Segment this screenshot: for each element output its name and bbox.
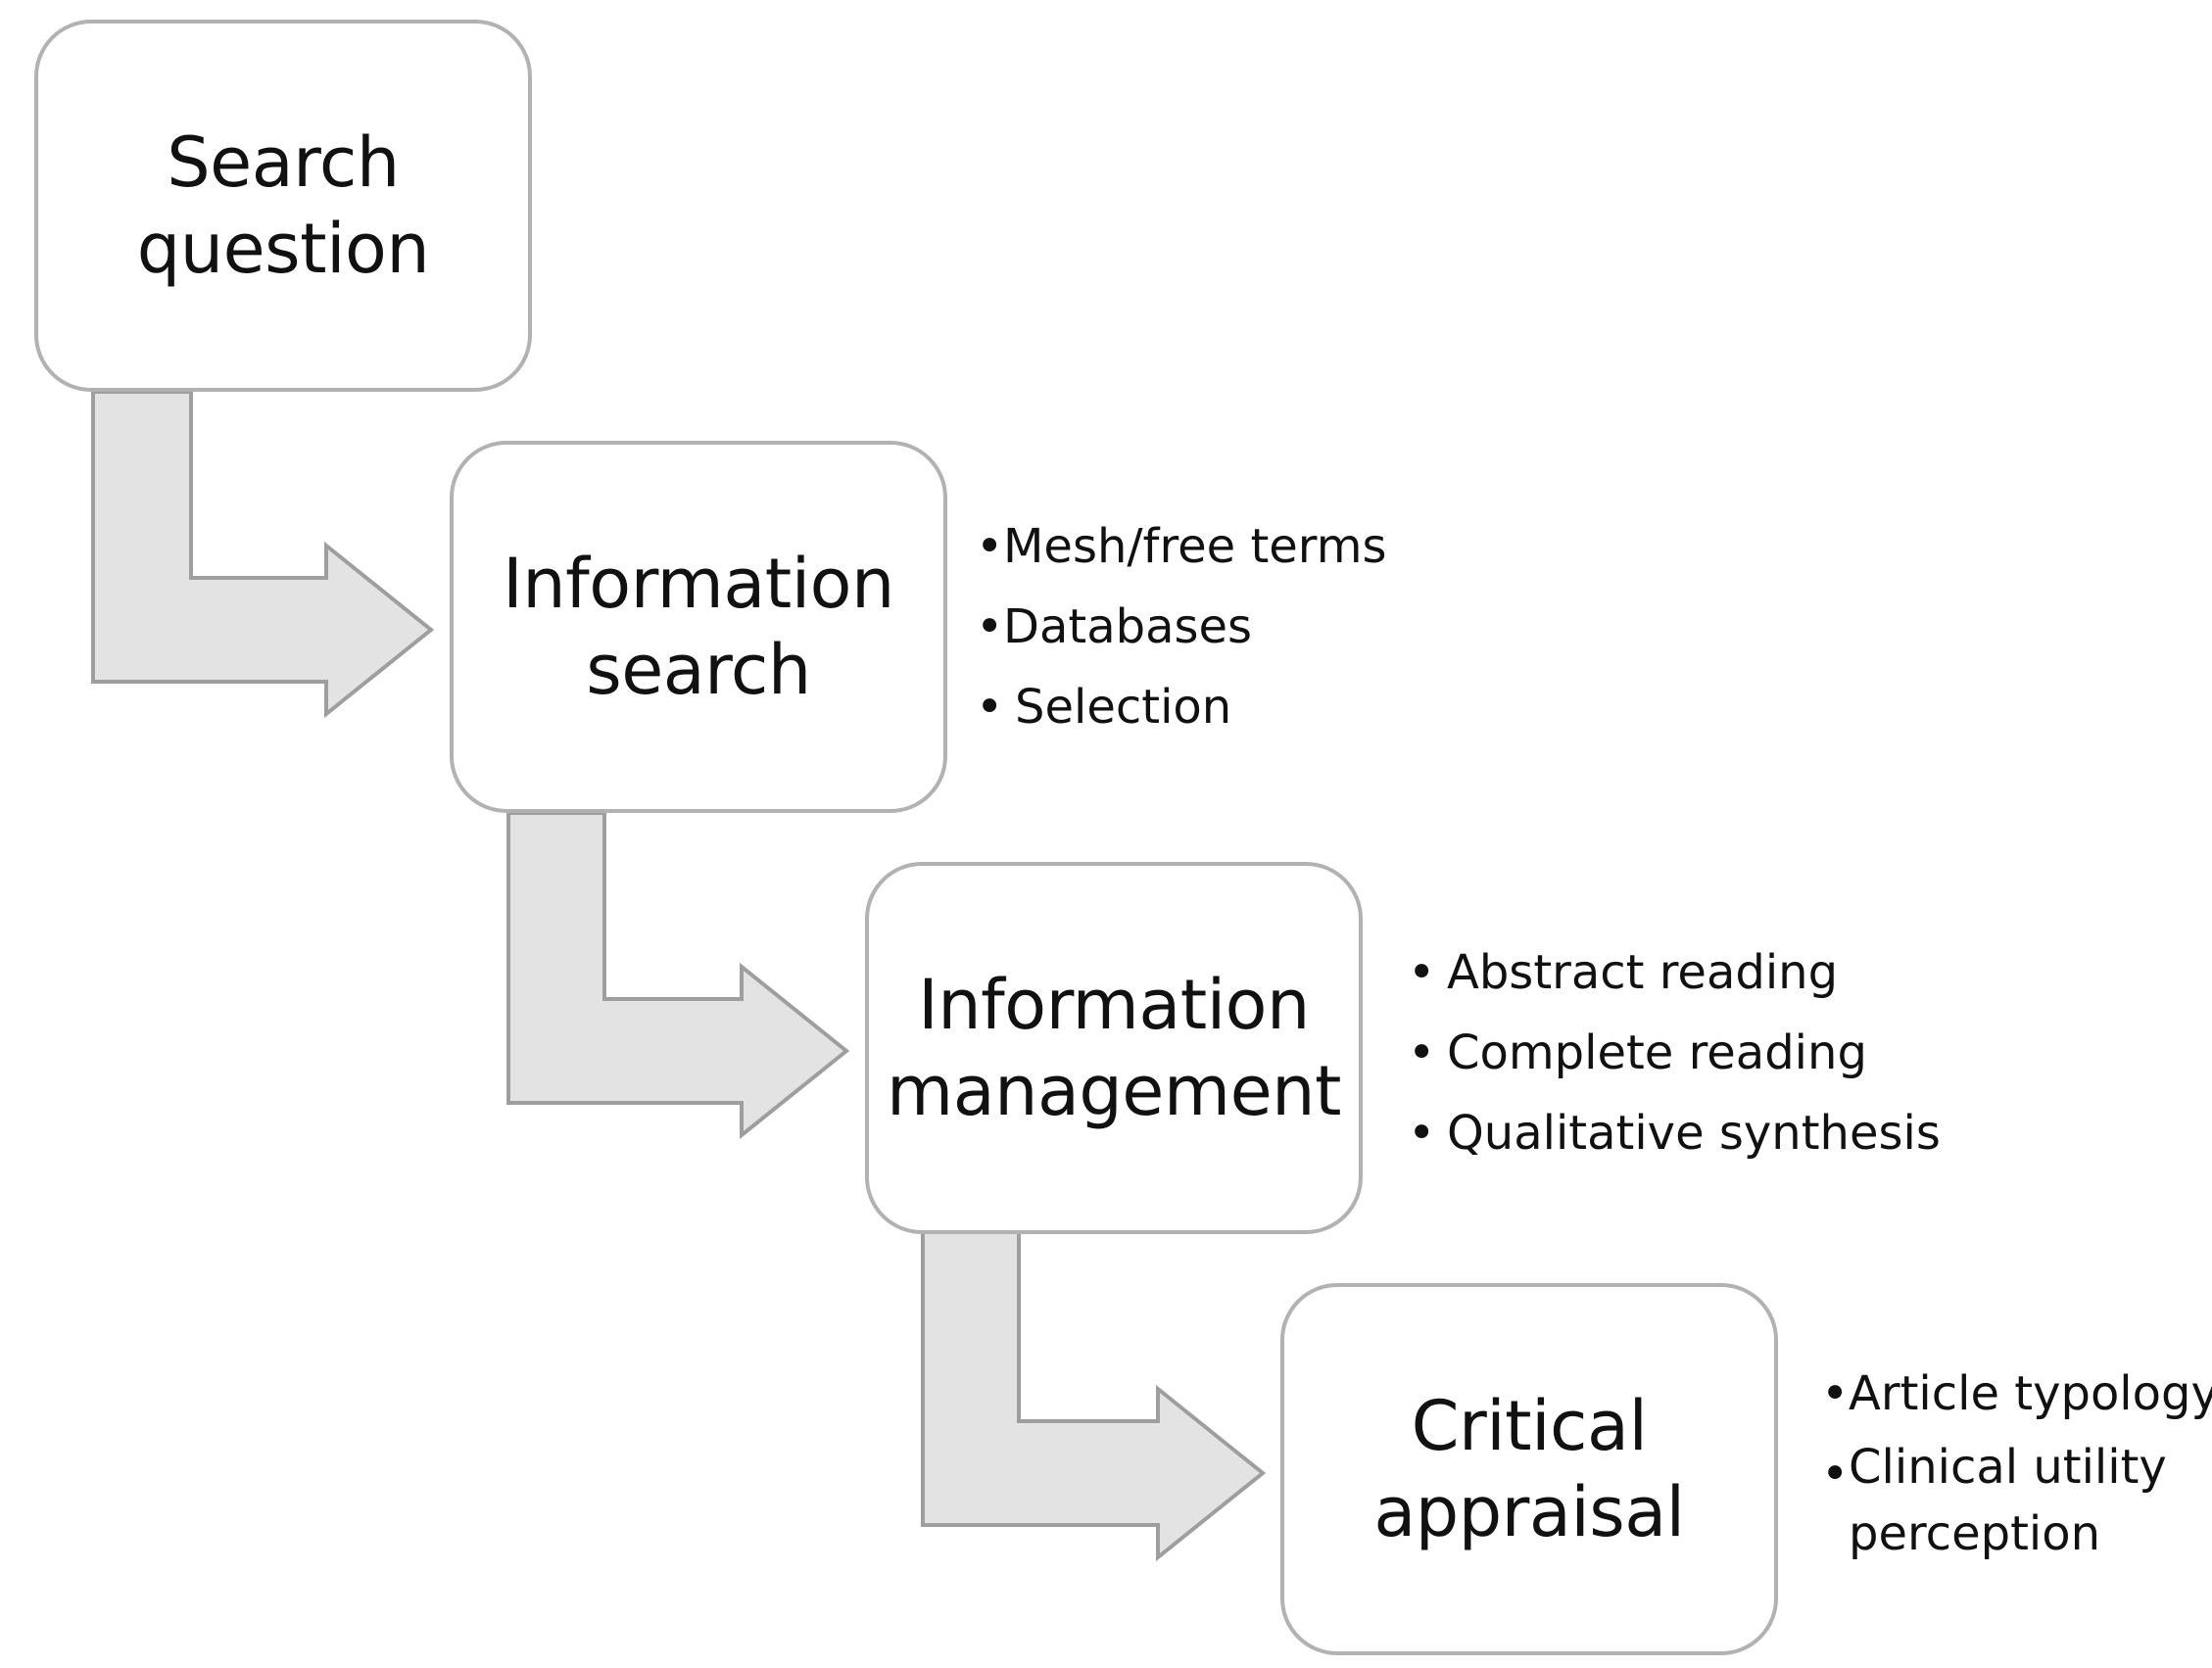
bent-arrow-3 bbox=[921, 1230, 1267, 1562]
bent-arrow-2 bbox=[506, 811, 850, 1140]
step-box-search-question: Search question bbox=[34, 20, 532, 392]
bullet-label: Mesh/free terms bbox=[1003, 519, 1387, 574]
list-item: • Complete reading bbox=[1408, 1013, 1941, 1093]
list-item: • Qualitative synthesis bbox=[1408, 1093, 1941, 1173]
step-title-search-question: Search question bbox=[136, 122, 430, 289]
bullet-list-information-management: • Abstract reading • Complete reading • … bbox=[1408, 932, 1941, 1173]
bent-arrow-1 bbox=[91, 390, 435, 719]
bullet-icon: • bbox=[1821, 1447, 1850, 1501]
bullet-label: Selection bbox=[1015, 680, 1232, 735]
bullet-list-critical-appraisal: • Article typology • Clinical utility pe… bbox=[1821, 1354, 2212, 1567]
bullet-icon: • bbox=[1821, 1366, 1850, 1421]
bullet-icon: • bbox=[1408, 1106, 1436, 1161]
step-box-information-management: Information management bbox=[865, 862, 1363, 1234]
step-title-information-management: Information management bbox=[887, 965, 1341, 1131]
step-title-information-search: Information search bbox=[503, 544, 894, 710]
bullet-label: Article typology bbox=[1849, 1366, 2212, 1421]
list-item: • Databases bbox=[976, 587, 1386, 667]
list-item: • Mesh/free terms bbox=[976, 506, 1386, 587]
step-box-information-search: Information search bbox=[450, 441, 947, 813]
bullet-label: Abstract reading bbox=[1447, 945, 1839, 1000]
list-item: • Selection bbox=[976, 667, 1386, 747]
bullet-label: Clinical utility perception bbox=[1849, 1440, 2167, 1561]
bullet-icon: • bbox=[976, 519, 1004, 574]
bullet-icon: • bbox=[1408, 1025, 1436, 1080]
bullet-icon: • bbox=[1408, 945, 1436, 1000]
step-box-critical-appraisal: Critical appraisal bbox=[1280, 1283, 1778, 1655]
list-item: • Article typology bbox=[1821, 1354, 2212, 1434]
bullet-label: Databases bbox=[1003, 599, 1253, 654]
bullet-icon: • bbox=[976, 599, 1004, 654]
list-item: • Abstract reading bbox=[1408, 932, 1941, 1013]
bullet-label: Complete reading bbox=[1447, 1025, 1867, 1080]
bullet-label: Qualitative synthesis bbox=[1447, 1106, 1941, 1161]
step-title-critical-appraisal: Critical appraisal bbox=[1373, 1386, 1685, 1552]
bullet-icon: • bbox=[976, 680, 1004, 735]
bullet-list-information-search: • Mesh/free terms • Databases • Selectio… bbox=[976, 506, 1386, 747]
list-item: • Clinical utility perception bbox=[1821, 1434, 2212, 1567]
